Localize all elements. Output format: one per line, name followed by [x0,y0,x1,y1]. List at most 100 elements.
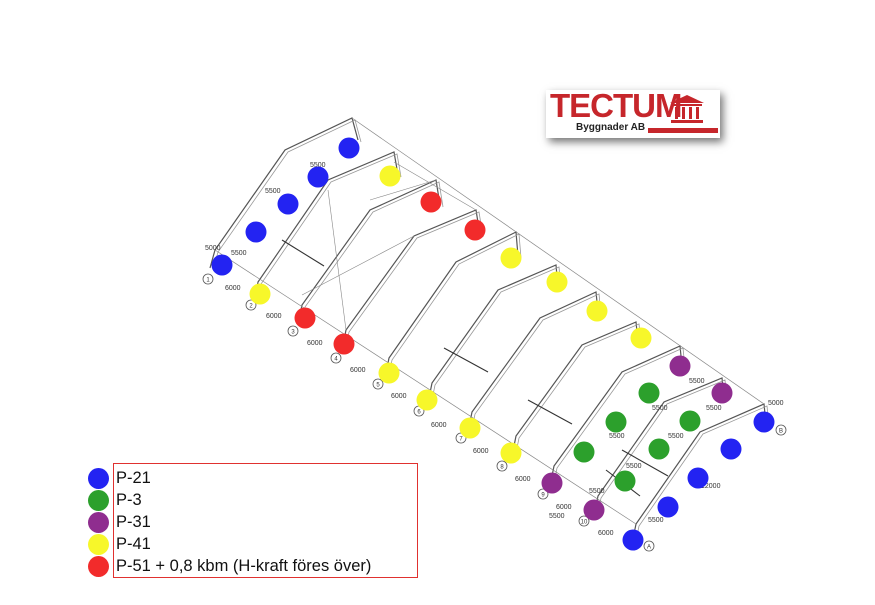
dimension-label: 6000 [350,367,366,374]
load-point-yellow [500,247,522,269]
axis-marker: B [775,424,787,436]
axis-marker: 8 [496,460,508,472]
load-point-blue [211,254,233,276]
legend-label: P-51 + 0,8 kbm (H-kraft föres över) [116,556,372,575]
legend-item: P-21 [88,467,151,489]
load-point-yellow [249,283,271,305]
legend-label: P-41 [116,534,151,553]
load-point-yellow [378,362,400,384]
dimension-label: 5500 [265,188,281,195]
dimension-label: 5000 [205,245,221,252]
logo-wordmark: TECTUM [550,87,682,124]
legend-label: P-31 [116,512,151,531]
dimension-label: 6000 [598,530,614,537]
dimension-label: 6000 [307,340,323,347]
dimension-label: 5500 [689,378,705,385]
load-point-blue [277,193,299,215]
axis-marker: 9 [537,488,549,500]
legend-item: P-51 + 0,8 kbm (H-kraft föres över) [88,555,371,577]
dimension-label: 6000 [431,422,447,429]
axis-marker: A [643,540,655,552]
dimension-label: 5500 [609,433,625,440]
axis-marker: 1 [202,273,214,285]
load-point-yellow [500,442,522,464]
tectum-logo: TECTUM Byggnader AB [546,87,720,138]
load-point-purple [669,355,691,377]
dimension-label: 6000 [556,504,572,511]
load-point-blue [753,411,775,433]
axis-marker-label: 2 [249,304,253,310]
dimension-label: 5000 [768,400,784,407]
load-point-red [464,219,486,241]
portal-frame [297,179,441,326]
brace-line [281,239,325,267]
dimension-label: 5500 [231,250,247,257]
load-point-yellow [546,271,568,293]
load-point-green [605,411,627,433]
load-point-blue [687,467,709,489]
load-point-green [638,382,660,404]
brace-line [527,399,573,425]
axis-marker-label: 6 [417,410,421,416]
dimension-label: 5500 [668,433,684,440]
dimension-label: 5500 [626,463,642,470]
load-point-green [614,470,636,492]
eave-line [214,249,637,525]
dimension-label: 6000 [515,476,531,483]
load-point-purple [541,472,563,494]
load-point-red [333,333,355,355]
legend-swatch-green [88,489,109,511]
dimension-label: 5500 [549,513,565,520]
load-point-blue [338,137,360,159]
load-point-yellow [459,417,481,439]
load-point-yellow [630,327,652,349]
axis-marker: 10 [578,515,590,527]
load-point-purple [583,499,605,521]
dimension-label: 5500 [648,517,664,524]
load-points [211,137,775,551]
portal-frame [467,291,599,433]
load-point-green [648,438,670,460]
dimension-label: 12000 [701,483,721,490]
building-icon [670,95,704,123]
load-point-yellow [379,165,401,187]
axis-marker: 4 [330,352,342,364]
load-point-yellow [416,389,438,411]
dimension-label: 6000 [391,393,407,400]
dimension-label: 6000 [473,448,489,455]
dimension-label: 5500 [310,162,326,169]
cross-brace [327,189,347,331]
legend-swatch-blue [88,467,109,489]
load-point-yellow [586,300,608,322]
logo-underline [648,128,718,133]
legend-item: P-31 [88,511,151,533]
axis-marker-label: 5 [376,383,380,389]
load-point-blue [622,529,644,551]
load-point-green [573,441,595,463]
axis-marker: 3 [287,325,299,337]
dimension-label: 6000 [266,313,282,320]
dimension-label: 5500 [652,405,668,412]
load-point-blue [657,496,679,518]
load-point-purple [711,382,733,404]
dimension-label: 5500 [589,488,605,495]
cross-brace [393,161,477,211]
load-point-blue [720,438,742,460]
brace-line [621,449,669,477]
axis-marker-label: 8 [500,465,504,471]
load-point-blue [307,166,329,188]
axis-marker-label: 9 [541,493,545,499]
axis-marker-label: 3 [291,330,295,336]
cross-brace [301,235,415,296]
load-point-red [294,307,316,329]
eave-line [351,117,765,405]
load-point-green [679,410,701,432]
load-point-red [420,191,442,213]
legend-box: P-21 P-3 P-31 P-41 P-51 + 0,8 kbm (H-kra… [88,463,418,578]
legend-swatch-purple [88,511,109,533]
legend-swatch-yellow [88,533,109,555]
portal-frame [209,117,359,269]
dimension-label: 5500 [706,405,722,412]
legend-swatch-red [88,555,109,577]
